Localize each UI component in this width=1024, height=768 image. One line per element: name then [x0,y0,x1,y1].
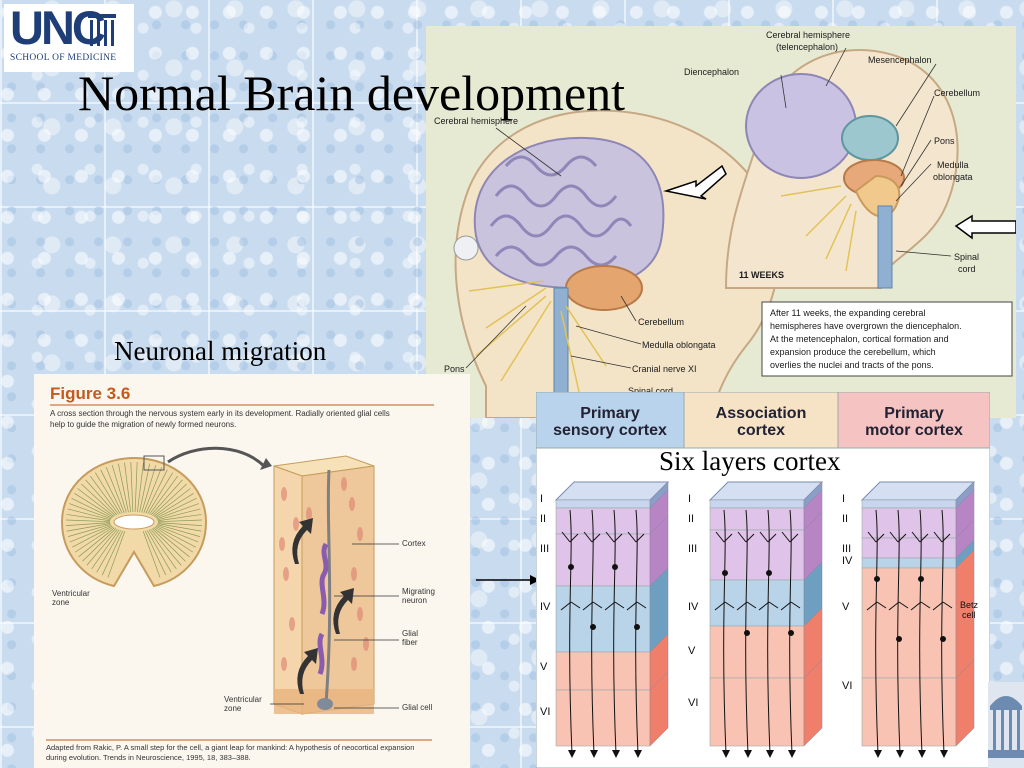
layer-label: II [540,513,546,525]
layer-label: IV [540,601,551,613]
label-cerebellum-top: Cerebellum [934,88,980,98]
brain-caption-line: expansion produce the cerebellum, which [770,347,936,357]
label-spinal-2: cord [958,264,976,274]
label-migrating-1: Migrating [402,587,435,596]
label-glial-2: fiber [402,638,418,647]
leader-lines [465,47,952,369]
migration-caption-1: A cross section through the nervous syst… [50,409,390,418]
cortex-header-line2: motor cortex [865,422,963,439]
migration-leaders [270,543,399,709]
neuronal-migration-figure: Figure 3.6 A cross section through the n… [34,374,470,768]
label-ventricular-zone-bottom-2: zone [224,704,242,713]
layer-label: I [688,493,691,505]
layer-label: II [688,513,694,525]
layer-label: VI [688,697,698,709]
label-medulla-top-2: oblongata [933,172,973,182]
layer-label: V [540,661,548,673]
label-spinal-1: Spinal [954,252,979,262]
neural-tube-cross-section [60,455,208,588]
nerves-embryo [780,185,857,272]
brain-gyri [489,155,633,267]
label-glial-cell: Glial cell [402,703,432,712]
arrow-to-cortex [476,575,540,585]
layer-label: VI [842,680,852,692]
label-diencephalon: Diencephalon [684,67,739,77]
columns-icon [88,14,116,46]
label-migrating-2: neuron [402,596,427,605]
brain-caption-box [761,301,1013,377]
arrow-left-embryo [663,164,727,200]
label-cranial-nerve: Cranial nerve XI [632,364,697,374]
brain-caption-line: At the metencephalon, cortical formation… [770,334,949,344]
brain-caption: After 11 weeks, the expanding cerebral he… [770,308,962,370]
spinal-cord-left [553,287,569,418]
neuronal-migration-label: Neuronal migration [114,336,327,366]
label-medulla-top-1: Medulla [937,160,969,170]
label-medulla-oblongata: Medulla oblongata [642,340,716,350]
cortex-header-line2: sensory cortex [553,422,667,439]
label-mesencephalon: Mesencephalon [868,55,932,65]
cortex-header-line1: Primary [580,405,640,422]
migration-arrows [292,518,354,694]
layer-label: V [688,645,696,657]
layer-label: I [540,493,543,505]
label-cerebral-hemisphere-tel: Cerebral hemisphere [766,30,850,40]
label-ventricular-zone-left-1: Ventricular [52,589,90,598]
brain-caption-line: After 11 weeks, the expanding cerebral [770,308,925,318]
layer-label: IV [688,601,699,613]
betz-label-1: Betz [960,600,979,610]
layer-label: II [842,513,848,525]
figure-title: Figure 3.6 [50,384,130,403]
label-cerebellum: Cerebellum [638,317,684,327]
layer-label: V [842,601,850,613]
label-glial-1: Glial [402,629,418,638]
brain-caption-line: overlies the nuclei and tracts of the po… [770,360,934,370]
unc-logo: UNC SCHOOL OF MEDICINE [4,4,134,72]
cerebellum-left [565,265,643,311]
layer-label: III [842,543,851,555]
label-ventricular-zone-left-2: zone [52,598,70,607]
cortex-header-line1: Primary [884,405,944,422]
layer-label: III [688,543,697,555]
spinal-cord-embryo [877,205,893,289]
logo-subtitle: SCHOOL OF MEDICINE [10,53,117,63]
brain-caption-line: hemispheres have overgrown the diencepha… [770,321,962,331]
layer-label: I [842,493,845,505]
label-telencephalon: (telencephalon) [776,42,838,52]
page-title: Normal Brain development [78,65,626,121]
label-cerebral-hemisphere: Cerebral hemisphere [434,116,518,126]
arrow-left-right-edge [954,214,1016,240]
six-layers-label: Six layers cortex [659,446,841,476]
label-cortex: Cortex [402,539,426,548]
betz-label-2: cell [962,610,976,620]
label-pons-top: Pons [934,136,955,146]
mesencephalon [841,115,899,161]
migration-caption-2: help to guide the migration of newly for… [50,420,236,429]
old-well-icon [988,682,1024,768]
label-ventricular-zone-bottom-1: Ventricular [224,695,262,704]
label-11-weeks: 11 WEEKS [739,270,784,280]
cortex-header-line1: Association [716,405,807,422]
credit-line-2: during evolution. Trends in Neuroscience… [46,753,251,762]
brain-development-figure: Cerebral hemisphere (telencephalon) Dien… [426,26,1016,418]
cortex-block [273,455,375,715]
cortex-header-line2: cortex [737,422,785,439]
label-pons: Pons [444,364,465,374]
label-spinal-cord: Spinal cord [628,386,673,396]
credit-line-1: Adapted from Rakic, P. A small step for … [46,743,414,752]
cerebral-hemisphere-embryo [745,73,857,179]
layer-label: IV [842,555,853,567]
logo-letters: UNC [10,1,106,54]
layer-label: VI [540,706,550,718]
layer-label: III [540,543,549,555]
